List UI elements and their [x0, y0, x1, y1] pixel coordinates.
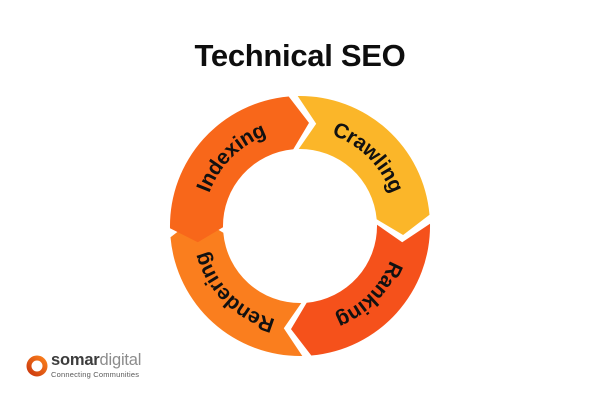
brand-ring-icon: [26, 355, 48, 376]
brand-name-light: digital: [99, 351, 142, 369]
segment-crawling: [297, 95, 430, 235]
segment-indexing: [169, 96, 309, 243]
segment-ranking: [291, 223, 431, 356]
page-title: Technical SEO: [194, 38, 406, 73]
brand-name-bold: somar: [51, 351, 100, 369]
brand-name: somardigital: [51, 352, 141, 369]
brand-logo: somardigital Connecting Communities: [26, 352, 141, 378]
segment-rendering: [170, 217, 303, 357]
brand-tagline: Connecting Communities: [51, 369, 140, 379]
